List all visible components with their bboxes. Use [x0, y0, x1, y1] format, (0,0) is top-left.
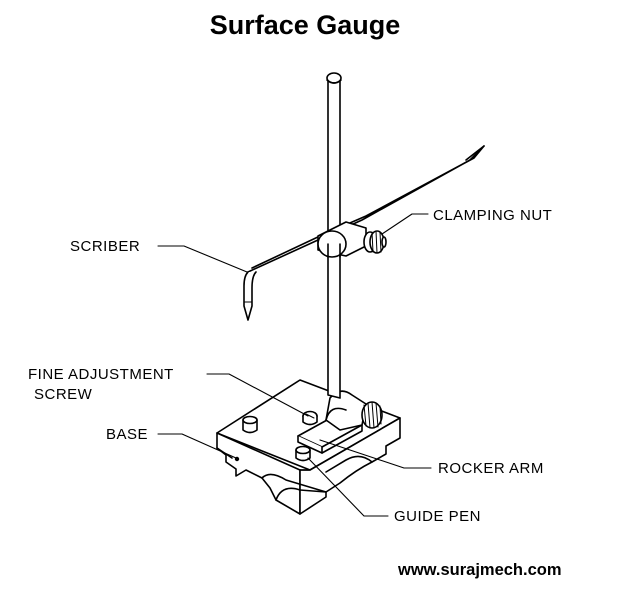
leader-rocker-arm — [319, 439, 432, 469]
leader-fine-adjustment — [206, 373, 309, 417]
leader-clamping-nut — [381, 213, 429, 235]
leader-base — [157, 433, 237, 459]
rocker-knurl-wheel — [361, 401, 383, 429]
label-scriber: SCRIBER — [70, 238, 141, 255]
guide-pin-left — [242, 415, 258, 434]
scriber-clamp — [317, 221, 367, 258]
leader-guide-pen — [307, 457, 389, 517]
leader-scriber — [157, 245, 248, 273]
fine-adjustment-screw — [302, 410, 318, 426]
website-url: www.surajmech.com — [398, 561, 562, 579]
label-clamping-nut: CLAMPING NUT — [433, 207, 553, 224]
clamping-nut — [363, 230, 387, 254]
label-fine-adjustment-screw: SCREW — [34, 386, 93, 403]
label-base: BASE — [106, 426, 149, 443]
rocker-arm — [297, 390, 367, 454]
leader-lines — [157, 213, 432, 517]
label-guide-pen: GUIDE PEN — [394, 508, 482, 525]
page-title: Surface Gauge — [209, 10, 401, 40]
guide-pin-front — [295, 445, 311, 462]
label-rocker-arm: ROCKER ARM — [438, 460, 544, 477]
label-fine-adjustment: FINE ADJUSTMENT — [28, 366, 174, 383]
